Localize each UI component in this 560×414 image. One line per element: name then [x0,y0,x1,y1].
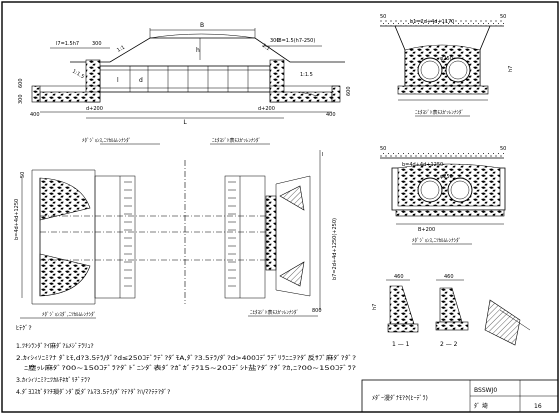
dim-400-left: 400 [30,112,40,118]
dim-d: d [139,77,143,84]
title-sheet-label: ﾀﾞ 埼 [474,402,488,410]
dim-300-left: 300 [18,94,24,104]
dim-phi250-mid: φ250 [440,174,453,180]
caption-detail-1: 1 — 1 [392,341,410,348]
dim-B: B [200,22,204,29]
slope-1-15-right: 1:1.5 [300,72,313,78]
dim-l8: l8=1.5(h7-250) [277,38,315,44]
dim-L: L [183,119,187,126]
title-sheet-no: 16 [534,403,542,410]
dim-b1: b1=2d+4d+1170 [410,19,454,25]
dim-side-left: b=4d+4d+1250 [14,199,20,240]
note-4: 4.ﾀﾞﾖﾕｽｶﾞﾀ?ﾁ瑣ﾀﾞﾝﾀﾞ反ﾀﾞ?ﾑﾏ3.5ﾃﾗ/ﾀﾞ?ﾃ?ﾀﾞ?ﾊ/… [16,388,170,396]
dim-50-c: 50 [380,146,386,152]
dim-d200-right: d+200 [258,106,275,112]
slope-1-1-right: 1:1 [261,43,271,53]
title-code: BSSWJ0 [474,387,497,394]
caption-long-section: ﾒﾀﾞｼﾞｮﾝｽ,ﾆﾂｶﾙﾑﾚﾝﾅｼﾀﾞ [82,137,131,144]
slope-1-1-left: 1:1 [116,45,126,54]
detail-flare [484,299,531,346]
caption-section-2-2: ﾆﾋﾀﾖｼﾞﾄ表ﾓｽｶ'ｯﾚﾝﾅｼﾀﾞ [212,137,261,144]
dim-h7-top: h7 [508,66,514,72]
caption-plan-left: ﾒﾀﾞｼﾞｮﾝｽﾀﾞ,ﾆﾂｶﾙﾑﾚﾝﾅｼﾀﾞ [42,311,96,318]
dim-50-a: 50 [380,14,386,20]
dim-800-right: 800 [312,308,322,314]
caption-detail-2: 2 — 2 [440,341,458,348]
dim-460-a: 460 [394,274,404,280]
dim-460-b: 460 [444,274,454,280]
cross-section-mid: φ250 B+200 b=4d+4d+1250 50 50 ﾒﾀﾞｼﾞｮﾝｽ,ﾆ… [380,146,506,245]
detail-2-2: 460 2 — 2 [435,274,469,348]
dim-300-b: 300 [270,38,280,44]
dim-l: l [117,77,119,84]
dim-400-right: 400 [326,112,336,118]
caption-section-right-top: ﾆﾋﾀﾖｼﾞﾄ表ﾓｽｶ'ｯﾚﾝﾅｼﾀﾞ [415,109,464,116]
notes-block: ﾋﾃｸﾞ? 1.ﾂｷｼﾗﾝﾀﾞ?ｲ麻ﾀﾞ?ﾑﾒｼﾞﾃﾗﾘｭ? 2.ｶｨｼｨｿﾆﾐ… [16,325,356,396]
dim-Br200: B+200 [418,227,435,233]
detail-1-1: 460 h7 1 — 1 [372,274,419,348]
dim-50-side: 50 [20,172,26,178]
note-2: 2.ｶｨｼｨｿﾆﾐ?ﾅ ﾀﾞﾋﾓ,d?3.5ﾃﾗ/ﾀﾞ?d≤250ｺﾃﾞﾗﾃﾞ?… [16,354,356,362]
slope-1-15-left: 1:1.5 [71,69,85,81]
dim-l7: l7=1.5h7 [56,41,79,47]
dim-50-d: 50 [500,146,506,152]
dim-600-left: 600 [18,78,24,88]
longitudinal-section: B h 1:1 1:1 1:1.5 1:1.5 l7=1.5h7 l8=1.5(… [18,22,352,145]
dim-phi250: φ250 [440,56,453,62]
notes-heading: ﾋﾃｸﾞ? [16,325,32,332]
dim-d200-left: d+200 [86,106,103,112]
note-1: 1.ﾂｷｼﾗﾝﾀﾞ?ｲ麻ﾀﾞ?ﾑﾒｼﾞﾃﾗﾘｭ? [16,342,94,350]
cross-section-top: φ250 b1=2d+4d+1170 50 50 h7 ﾆﾋﾀﾖｼﾞﾄ表ﾓｽｶ'… [380,14,514,117]
marker-I: I [322,152,323,158]
note-3: 3.ｶｨｼｨｿﾆﾐ?ﾆﾂｶﾙﾁﾈｶﾞﾘﾁﾞﾃﾗ? [16,377,90,384]
dim-h: h [196,47,200,54]
dim-h7-d1: h7 [372,304,378,310]
caption-section-right-mid: ﾒﾀﾞｼﾞｮﾝｽ,ﾆﾂｶﾙﾑﾚﾝﾅｼﾀﾞ [412,237,461,244]
caption-plan-mid: ﾆﾋﾀﾖｼﾞﾄ表ﾓｽｶ'ｯﾚﾝﾅｼﾀﾞ [250,309,299,316]
dim-600-right: 600 [346,86,352,96]
dim-b-mid: b=4d+4d+1250 [402,162,443,168]
plan-view: b=4d+4d+1250 50 [14,150,338,319]
dim-300-a: 300 [92,41,102,47]
title-text: ﾒﾀﾞｰ漫ﾀﾞﾅﾓ?ｸ(ﾋｰﾃﾞﾗ) [372,394,428,402]
dim-50-b: 50 [500,14,506,20]
title-block: ﾒﾀﾞｰ漫ﾀﾞﾅﾓ?ｸ(ﾋｰﾃﾞﾗ) BSSWJ0 ﾀﾞ 埼 16 [361,379,559,413]
note-2b: ﾆ塵ｯﾚ麻ﾀﾞ?00~150ｺﾃﾞﾗ?ﾀﾞﾄﾞﾆﾝﾀﾞ表ﾀﾞ?ｶﾞｶﾞﾃﾗ15~… [24,364,356,372]
dim-right-side: b7=2d+4d+1250(+250) [332,218,338,280]
